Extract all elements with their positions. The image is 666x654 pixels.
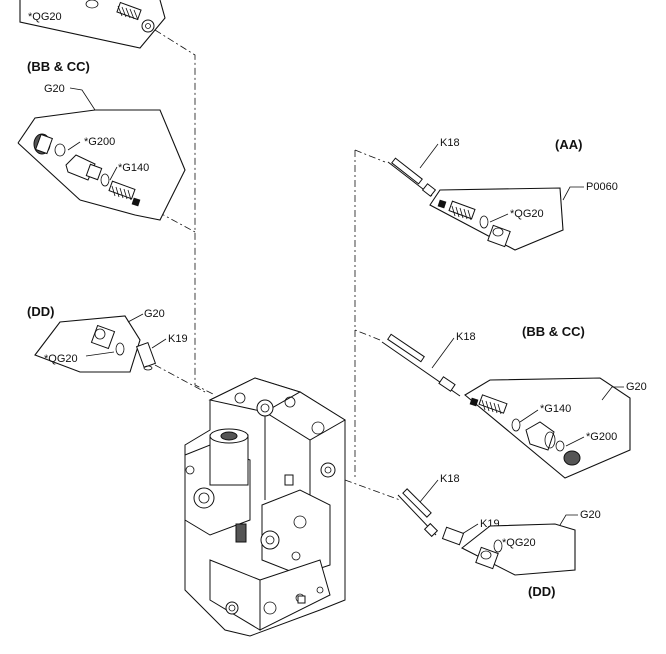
stem-part <box>381 333 461 397</box>
label-kit-bb-cc-left: G20 <box>44 83 65 95</box>
fitting-part <box>297 595 306 604</box>
aa-right-kit: (AA) K18 P0060 *QG20 <box>387 137 618 251</box>
header-bb-cc-left: (BB & CC) <box>27 59 90 74</box>
bb-cc-right-kit: (BB & CC) K18 G20 *G140 *G200 <box>381 324 647 479</box>
label-pin-dd-left: K19 <box>168 333 188 345</box>
nut-part <box>141 19 155 33</box>
fitting-part <box>284 474 294 486</box>
label-kit-aa: P0060 <box>586 181 618 193</box>
poppet-part <box>131 197 141 207</box>
spring-part <box>116 1 142 21</box>
seal-ring <box>555 440 565 452</box>
seal-ring <box>511 418 521 432</box>
label-kit-dd-left: G20 <box>144 308 165 320</box>
seal-ring <box>54 143 66 157</box>
pin-part <box>441 526 465 546</box>
seal-ring <box>115 342 125 356</box>
valve-body <box>184 377 346 637</box>
spring-part <box>469 394 508 415</box>
label-kit-bb-cc-right: G20 <box>626 381 647 393</box>
top-partial-kit: *QG20 <box>19 0 166 49</box>
dd-left-kit: (DD) G20 *QG20 K19 <box>27 304 188 373</box>
stem-part <box>397 488 439 538</box>
plug-part <box>33 133 54 155</box>
header-aa: (AA) <box>555 137 582 152</box>
pin-part <box>135 341 157 371</box>
header-bb-cc-right: (BB & CC) <box>522 324 585 339</box>
dd-right-kit: K18 K19 G20 *QG20 (DD) <box>397 473 601 599</box>
seal-ring <box>479 215 489 229</box>
label-plug-bb-cc-right: *G200 <box>586 431 617 443</box>
label-spring-bb-cc-right: *G140 <box>540 403 571 415</box>
valve-ports <box>185 392 336 615</box>
fitting-part <box>235 523 247 543</box>
label-seal-top: *QG20 <box>28 11 62 23</box>
hex-body-part <box>525 421 556 451</box>
label-seal-dd-right: *QG20 <box>502 537 536 549</box>
label-plug-bb-cc-left: *G200 <box>84 136 115 148</box>
bb-cc-left-kit: (BB & CC) G20 *G200 *G140 <box>17 59 186 221</box>
label-seal-aa: *QG20 <box>510 208 544 220</box>
label-stem-aa: K18 <box>440 137 460 149</box>
seal-ring <box>85 0 99 9</box>
label-stem-bb-cc-right: K18 <box>456 331 476 343</box>
assembly-guide-lines <box>144 29 401 501</box>
seal-ring <box>493 539 503 553</box>
label-seal-dd-left: *QG20 <box>44 353 78 365</box>
label-kit-dd-right: G20 <box>580 509 601 521</box>
plug-part <box>487 224 511 248</box>
plug-part <box>475 546 499 570</box>
stem-part <box>387 157 437 197</box>
spring-part <box>437 199 476 221</box>
label-spring-bb-cc-left: *G140 <box>118 162 149 174</box>
spring-part <box>108 180 136 201</box>
plug-part <box>563 450 581 466</box>
label-stem-dd-right: K18 <box>440 473 460 485</box>
plug-part <box>90 324 116 350</box>
hex-body-part <box>65 154 103 181</box>
header-dd-right: (DD) <box>528 584 555 599</box>
seal-ring <box>100 173 110 187</box>
header-dd-left: (DD) <box>27 304 54 319</box>
